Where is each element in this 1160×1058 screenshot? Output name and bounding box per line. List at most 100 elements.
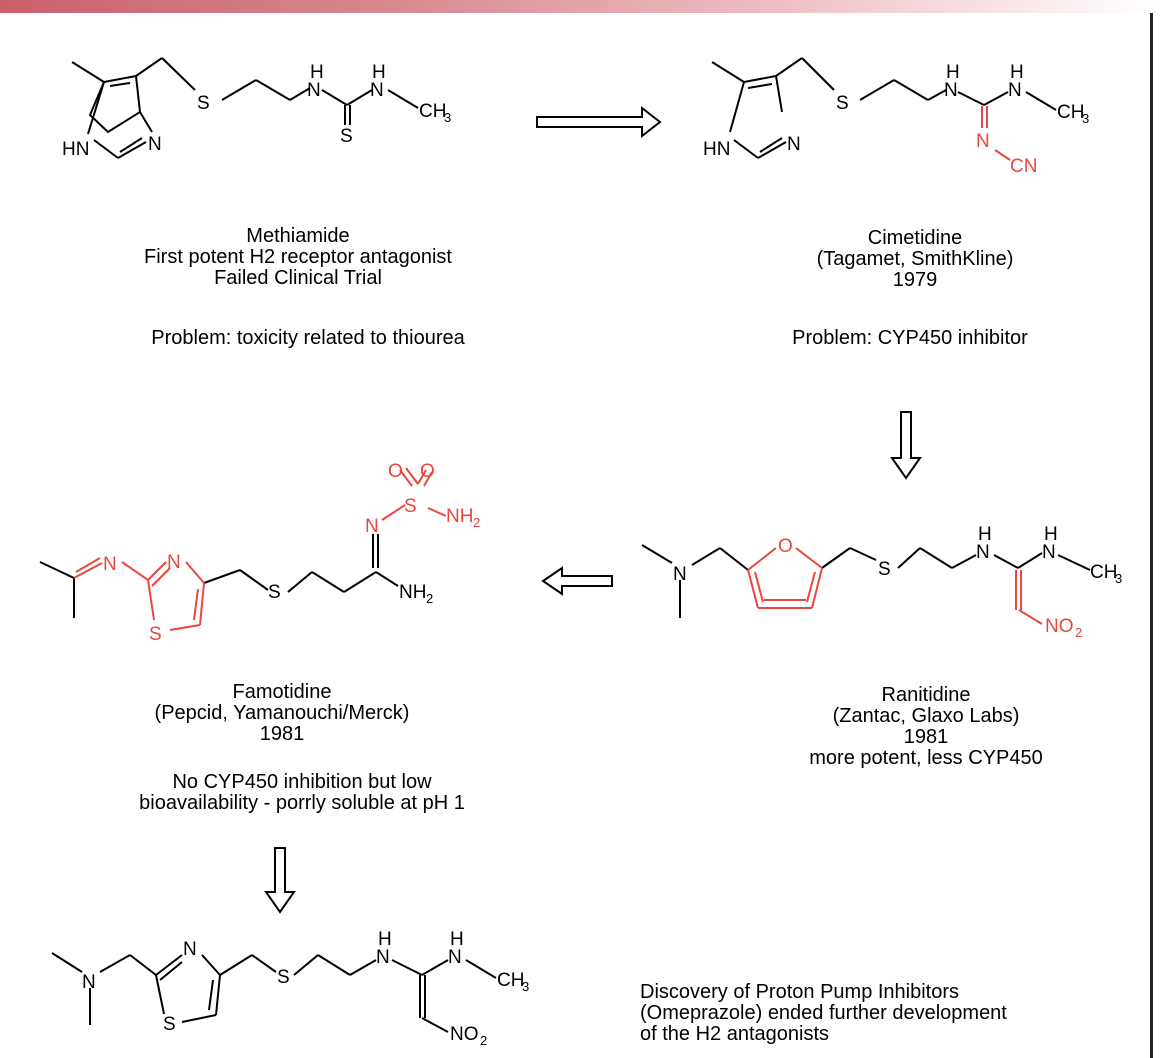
- ranitidine-year: 1981: [903, 726, 949, 748]
- famotidine-nh2-amidine: NH: [399, 582, 426, 603]
- famotidine-n-thiazole: N: [167, 552, 181, 573]
- methiamide-caption: Methiamide First potent H2 receptor anta…: [108, 226, 488, 289]
- famotidine-structure: [39, 561, 399, 618]
- bottom-n-2: N: [448, 947, 462, 968]
- methiamide-labels: H N H N CH 3 S S HN N: [62, 62, 451, 160]
- famotidine-nh2-sulfamoyl: NH: [446, 506, 473, 527]
- cimetidine-s: S: [836, 93, 849, 114]
- accent-bar: [0, 0, 1160, 13]
- methiamide-ch3: CH: [419, 101, 446, 122]
- svg-text:2: 2: [426, 591, 433, 606]
- methiamide-h-1: H: [310, 62, 324, 83]
- conclusion-text: Discovery of Proton Pump Inhibitors (Ome…: [640, 982, 1080, 1045]
- svg-text:H: H: [1010, 62, 1024, 83]
- methiamide-structure: [71, 57, 419, 134]
- ranitidine-ch3: CH: [1090, 562, 1117, 583]
- ranitidine-brand: (Zantac, Glaxo Labs): [832, 705, 1020, 727]
- cimetidine-problem: Problem: CYP450 inhibitor: [792, 327, 1028, 349]
- cimetidine-hn: HN: [703, 139, 730, 160]
- famotidine-o-1: O: [388, 461, 403, 482]
- ranitidine-n-2: N: [1042, 542, 1056, 563]
- svg-text:3: 3: [444, 110, 451, 125]
- bottom-structure-labels: N N S S H N H N CH 3 NO 2: [82, 929, 529, 1048]
- svg-text:2: 2: [1075, 625, 1082, 640]
- famotidine-note-line1: No CYP450 inhibition but low: [172, 771, 432, 793]
- bottom-structure: [51, 952, 497, 1033]
- cimetidine-name: Cimetidine: [867, 227, 963, 249]
- cimetidine-caption: Cimetidine (Tagamet, SmithKline) 1979: [800, 228, 1030, 291]
- bottom-s-thiazole: S: [163, 1014, 176, 1035]
- famotidine-s-thioether: S: [268, 582, 281, 603]
- methiamide-s-thione: S: [340, 126, 353, 147]
- svg-text:H: H: [978, 524, 992, 545]
- ranitidine-s: S: [878, 559, 891, 580]
- cimetidine-structure: [711, 57, 1057, 159]
- famotidine-highlight-labels: N N S N S O O NH 2: [103, 461, 480, 645]
- famotidine-s-thiazole: S: [149, 624, 162, 645]
- methiamide-s-thioether: S: [197, 93, 210, 114]
- ranitidine-no2: NO: [1045, 616, 1074, 637]
- methiamide-status: Failed Clinical Trial: [214, 267, 382, 289]
- cimetidine-n-1: N: [944, 80, 958, 101]
- bottom-no2: NO: [450, 1024, 479, 1045]
- cimetidine-n-ring: N: [787, 134, 801, 155]
- ranitidine-labels: N S H N H N CH 3: [673, 524, 1122, 586]
- svg-text:H: H: [450, 929, 464, 950]
- methiamide-description: First potent H2 receptor antagonist: [144, 246, 452, 268]
- svg-text:3: 3: [1115, 571, 1122, 586]
- famotidine-caption: Famotidine (Pepcid, Yamanouchi/Merck) 19…: [132, 682, 432, 745]
- svg-text:3: 3: [1082, 111, 1089, 126]
- bottom-s-thioether: S: [277, 967, 290, 988]
- famotidine-n-sulfamoyl: N: [365, 516, 379, 537]
- cimetidine-highlight-labels: N CN: [976, 131, 1037, 177]
- ranitidine-o-furan: O: [778, 536, 793, 557]
- famotidine-brand: (Pepcid, Yamanouchi/Merck): [154, 702, 410, 724]
- svg-text:2: 2: [473, 515, 480, 530]
- cimetidine-labels: H N H N CH 3 S HN N: [703, 62, 1089, 160]
- ranitidine-name: Ranitidine: [881, 684, 971, 706]
- svg-text:2: 2: [480, 1033, 487, 1048]
- methiamide-h-2: H: [372, 62, 386, 83]
- conclusion-line1: Discovery of Proton Pump Inhibitors: [640, 981, 960, 1003]
- bottom-n-amine: N: [82, 972, 96, 993]
- ranitidine-structure: [641, 544, 1091, 618]
- ranitidine-n-amine: N: [673, 564, 687, 585]
- svg-text:3: 3: [522, 979, 529, 994]
- famotidine-note: No CYP450 inhibition but low bioavailabi…: [94, 772, 510, 814]
- cimetidine-cn: CN: [1010, 156, 1037, 177]
- ranitidine-highlight-labels: O NO 2: [778, 536, 1082, 640]
- methiamide-problem: Problem: toxicity related to thiourea: [151, 327, 465, 349]
- svg-text:H: H: [378, 929, 392, 950]
- arrow-left-1: [541, 566, 613, 596]
- famotidine-n-guanidine: N: [103, 554, 117, 575]
- cimetidine-ch3: CH: [1057, 102, 1084, 123]
- methiamide-hn: HN: [62, 139, 89, 160]
- methiamide-n-1: N: [307, 80, 321, 101]
- cimetidine-cyanoimine-bonds: [981, 106, 1011, 161]
- arrow-right-1: [536, 105, 662, 139]
- bottom-ch3: CH: [497, 970, 524, 991]
- ranitidine-n-1: N: [976, 542, 990, 563]
- famotidine-o-2: O: [420, 461, 435, 482]
- methiamide-name: Methiamide: [246, 225, 350, 247]
- methiamide-n-ring: N: [148, 134, 162, 155]
- cimetidine-n-imine: N: [976, 131, 990, 152]
- slide-border: [1150, 13, 1153, 1058]
- bottom-n-1: N: [376, 947, 390, 968]
- svg-text:H: H: [946, 62, 960, 83]
- arrow-down-2: [264, 847, 296, 914]
- famotidine-labels: S NH 2: [268, 582, 433, 606]
- conclusion-line2: (Omeprazole) ended further development: [640, 1002, 1007, 1024]
- ranitidine-note: more potent, less CYP450: [809, 747, 1043, 769]
- conclusion-line3: of the H2 antagonists: [640, 1023, 830, 1045]
- bottom-n-thiazole: N: [183, 939, 197, 960]
- arrow-down-1: [890, 411, 922, 480]
- ranitidine-caption: Ranitidine (Zantac, Glaxo Labs) 1981 mor…: [806, 685, 1046, 769]
- famotidine-s-sulfonyl: S: [404, 496, 417, 517]
- famotidine-note-line2: bioavailability - porrly soluble at pH 1: [139, 792, 465, 814]
- famotidine-name: Famotidine: [232, 681, 332, 703]
- famotidine-year: 1981: [259, 723, 305, 745]
- cimetidine-brand: (Tagamet, SmithKline): [816, 248, 1014, 270]
- cimetidine-year: 1979: [892, 269, 938, 291]
